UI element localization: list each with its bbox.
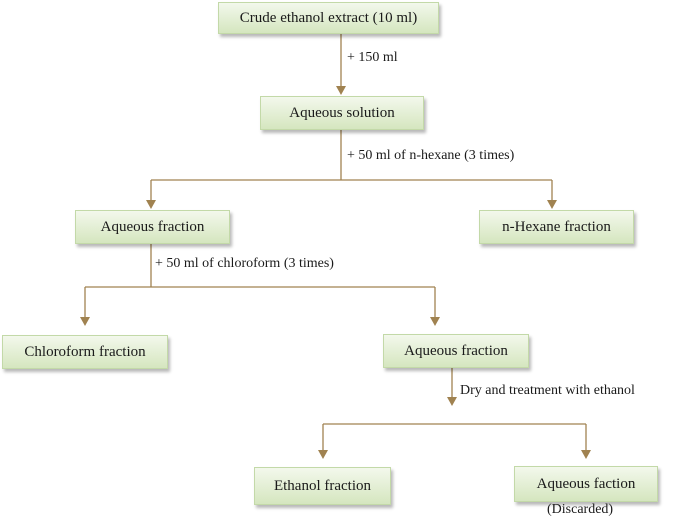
chloroform-fraction-box: Chloroform fraction <box>2 335 168 369</box>
aqueous-fraction-1-label: Aqueous fraction <box>100 218 205 235</box>
crude-extract-label: Crude ethanol extract (10 ml) <box>239 9 418 26</box>
arrowhead-ethanol-fraction <box>318 450 328 459</box>
arrowhead-hexane-fraction <box>547 200 557 209</box>
hexane-fraction-box: n-Hexane fraction <box>479 210 634 244</box>
aqueous-faction-label: Aqueous faction <box>536 475 636 492</box>
aqueous-solution-label: Aqueous solution <box>289 104 395 121</box>
ethanol-fraction-box: Ethanol fraction <box>254 467 391 505</box>
arrowhead-aqueous-faction <box>581 450 591 459</box>
aqueous-fraction-2-box: Aqueous fraction <box>383 334 529 368</box>
aqueous-solution-box: Aqueous solution <box>260 96 424 130</box>
add-hexane-step: + 50 ml of n-hexane (3 times) <box>347 148 515 163</box>
add-chloroform-step: + 50 ml of chloroform (3 times) <box>155 256 334 271</box>
arrowhead-dry-ethanol <box>447 397 457 406</box>
aqueous-faction-box: Aqueous faction <box>514 466 658 502</box>
arrowhead-chloroform-fraction <box>80 317 90 326</box>
ethanol-fraction-label: Ethanol fraction <box>273 477 372 494</box>
add-water-step: + 150 ml <box>347 50 398 65</box>
hexane-fraction-label: n-Hexane fraction <box>502 218 611 235</box>
dry-ethanol-step: Dry and treatment with ethanol <box>460 383 635 398</box>
discarded-note: (Discarded) <box>547 502 614 517</box>
arrowhead-aqueous-solution <box>336 86 346 95</box>
aqueous-fraction-2-label: Aqueous fraction <box>404 342 508 359</box>
arrowhead-aqueous-fraction-2 <box>430 317 440 326</box>
aqueous-fraction-1-box: Aqueous fraction <box>75 210 230 244</box>
chloroform-fraction-label: Chloroform fraction <box>24 343 146 360</box>
crude-extract-box: Crude ethanol extract (10 ml) <box>218 2 439 34</box>
arrowhead-aqueous-fraction-1 <box>146 200 156 209</box>
